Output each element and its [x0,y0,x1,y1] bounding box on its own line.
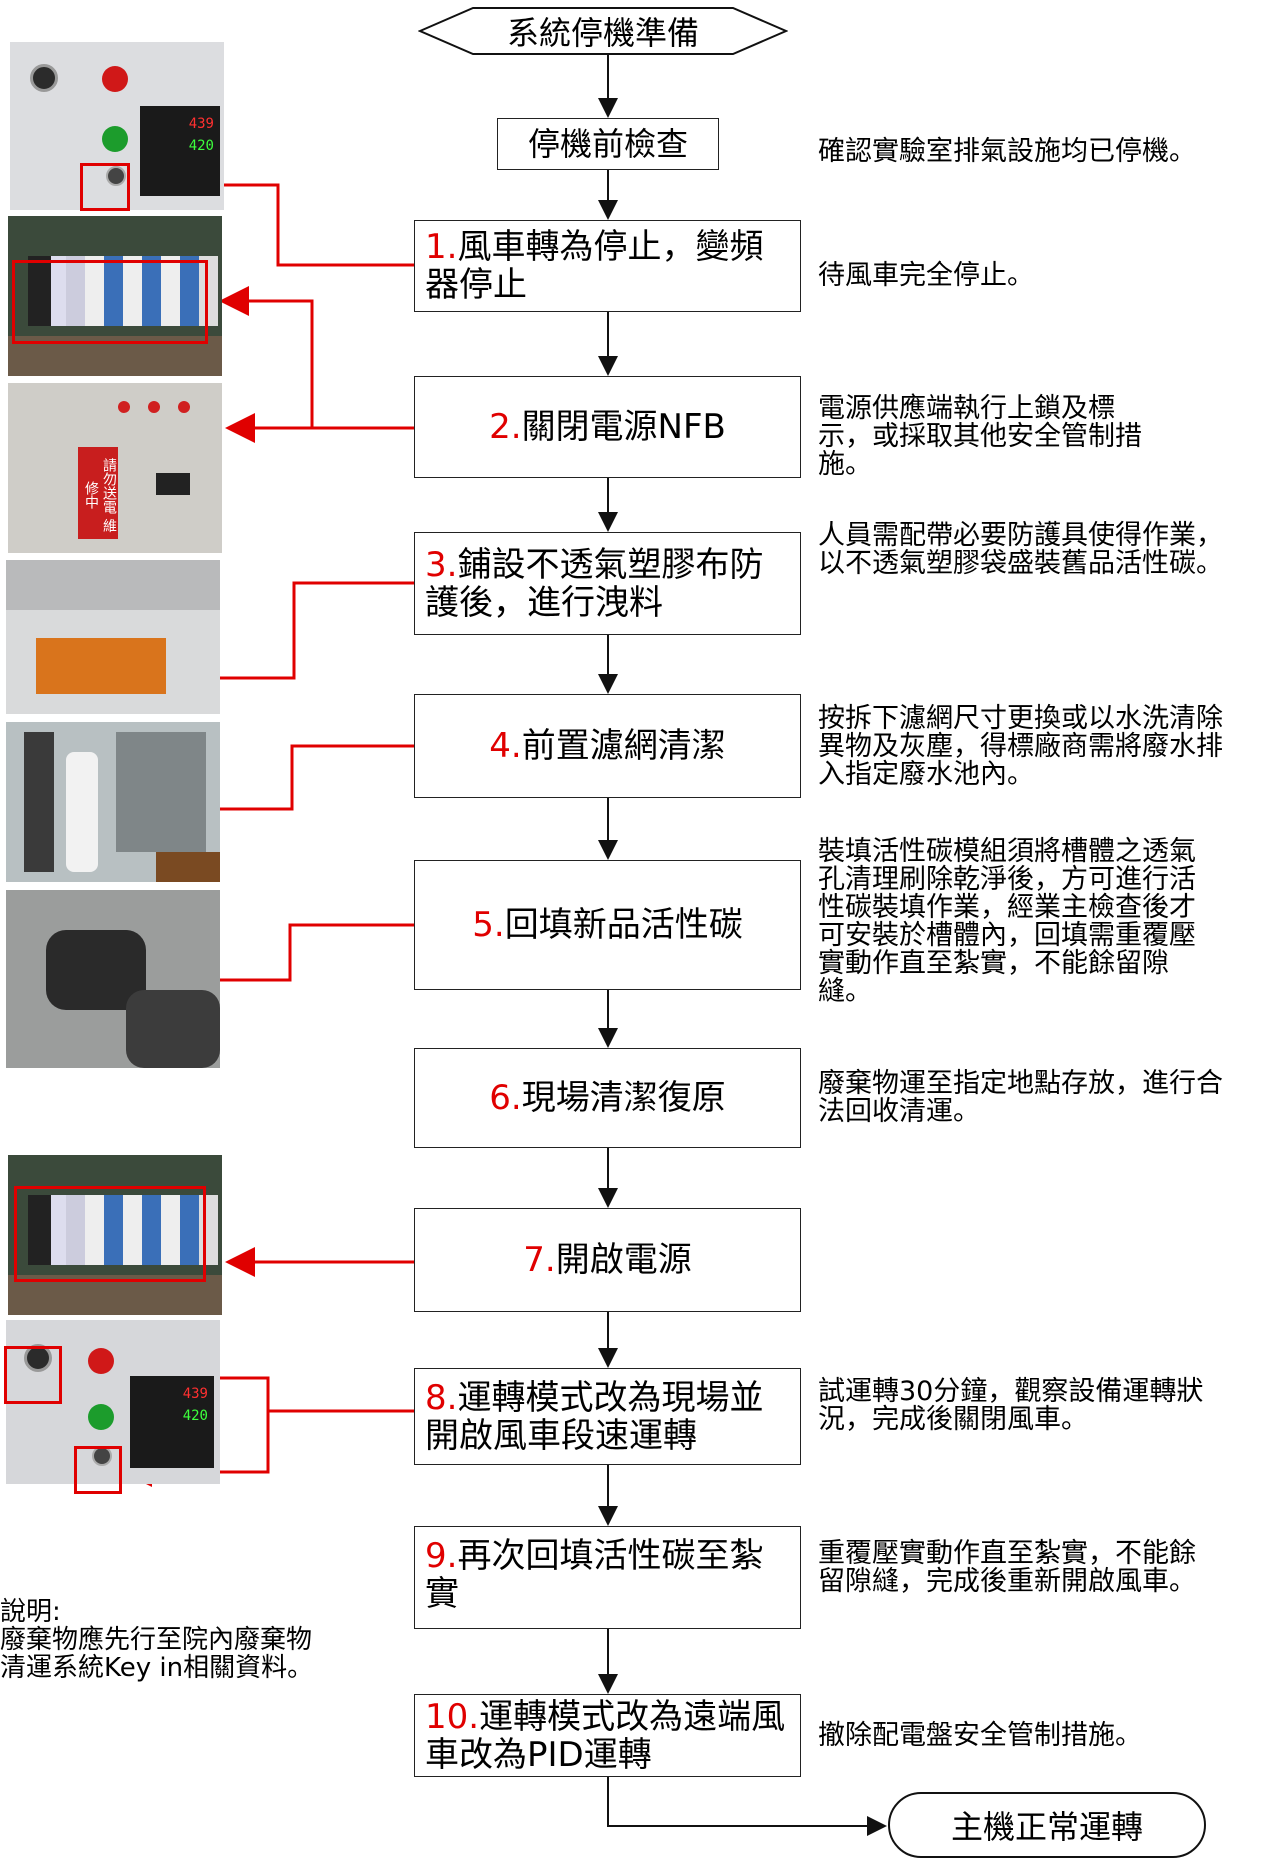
display-sv: 420 [188,138,214,154]
step-5-box: 5.回填新品活性碳 [414,860,801,990]
photo-filter-cleaning [6,722,220,882]
highlight-breakers [12,260,208,344]
display-pv: 439 [188,116,214,132]
warning-sign: 請勿送電 維修中 [78,447,118,539]
step-3-box: 3.鋪設不透氣塑膠布防護後，進行洩料 [414,532,801,635]
remark-line-2: 清運系統Key in相關資料。 [0,1653,314,1683]
step-8-number: 8. [425,1377,458,1418]
remark-line-1: 廢棄物應先行至院內廢棄物 [0,1625,313,1655]
step-6-text: 現場清潔復原 [521,1078,726,1118]
breaker-row [28,256,218,326]
step-1-number: 1. [425,227,458,267]
breaker-row [28,1195,218,1265]
display-pv: 439 [182,1386,208,1402]
indicator-lamp-icon [148,401,160,413]
note-step-9: 重覆壓實動作直至紮實，不能餘留隙縫，完成後重新開啟風車。 [818,1538,1196,1597]
start-terminator: 系統停機準備 [418,6,788,56]
note-step-3: 人員需配帶必要防護具使得作業，以不透氣塑膠袋盛裝舊品活性碳。 [818,520,1223,579]
step-4-number: 4. [489,726,522,766]
step-9-box: 9.再次回填活性碳至紮實 [414,1526,801,1629]
note-step-6: 廢棄物運至指定地點存放，進行合法回收清運。 [818,1068,1223,1127]
step-1-box: 1.風車轉為停止，變頻器停止 [414,220,801,312]
orange-tarp [36,638,166,694]
highlight-mode-switch [80,163,130,211]
step-5-number: 5. [472,905,505,945]
step-3-number: 3. [425,544,458,585]
mode-switch-icon [106,166,126,186]
step-6-box: 6.現場清潔復原 [414,1048,801,1148]
step-3-text: 鋪設不透氣塑膠布防護後，進行洩料 [425,544,764,623]
step-10-box: 10.運轉模式改為遠端風車改為PID運轉 [414,1694,801,1777]
step-8-text: 運轉模式改為現場並開啟風車段速運轉 [425,1377,764,1456]
note-step-4: 按拆下濾網尺寸更換或以水洗清除異物及灰塵，得標廠商需將廢水排入指定廢水池內。 [818,703,1223,790]
remark: 說明: 廢棄物應先行至院內廢棄物 清運系統Key in相關資料。 [0,1598,400,1682]
controller-display: 439 420 [130,1376,214,1468]
selector-switch-icon [30,64,58,92]
step-5-text: 回填新品活性碳 [504,905,743,945]
note-step-10: 撤除配電盤安全管制措施。 [818,1720,1142,1751]
highlight-mode-switch-2 [74,1446,122,1494]
note-step-5: 裝填活性碳模組須將槽體之透氣孔清理刷除乾淨後，方可進行活性碳裝填作業，經業主檢查… [818,836,1196,1007]
step-6-number: 6. [489,1078,522,1118]
photo-breaker-panel-2 [8,1155,222,1315]
indicator-lamp-icon [178,401,190,413]
end-label: 主機正常運轉 [950,1808,1143,1846]
step-9-text: 再次回填活性碳至紮實 [425,1536,764,1614]
indicator-lamp-icon [118,401,130,413]
duct-column [24,732,54,872]
note-step-2: 電源供應端執行上鎖及標示，或採取其他安全管制措施。 [818,393,1142,480]
step-4-box: 4.前置濾網清潔 [414,694,801,798]
photo-control-panel-2: 439 420 [6,1320,220,1484]
note-check: 確認實驗室排氣設施均已停機。 [818,136,1196,167]
photo-locked-cabinet: 請勿送電 維修中 [8,383,222,553]
pre-shutdown-check-label: 停機前檢查 [527,125,688,163]
step-7-number: 7. [523,1240,556,1280]
green-lamp-icon [88,1404,114,1430]
photo-refill-carbon [6,890,220,1068]
controller-display: 439 420 [140,106,220,196]
remark-title: 說明: [0,1597,61,1627]
red-lamp-icon [102,66,128,92]
step-9-number: 9. [425,1536,458,1576]
tank-body [6,560,220,610]
step-8-box: 8.運轉模式改為現場並開啟風車段速運轉 [414,1368,801,1465]
green-lamp-icon [102,126,128,152]
display-sv: 420 [182,1408,208,1424]
step-10-number: 10. [425,1696,480,1737]
note-step-1: 待風車完全停止。 [818,260,1034,291]
highlight-selector-switch [4,1346,62,1404]
step-10-text: 運轉模式改為遠端風車改為PID運轉 [425,1696,786,1775]
step-2-text: 關閉電源NFB [521,407,726,447]
step-7-box: 7.開啟電源 [414,1208,801,1312]
step-1-text: 風車轉為停止，變頻器停止 [425,227,764,305]
photo-breaker-panel [8,216,222,376]
step-2-box: 2.關閉電源NFB [414,376,801,478]
highlight-breakers-2 [14,1186,206,1282]
red-lamp-icon [88,1348,114,1374]
pre-shutdown-check-box: 停機前檢查 [497,118,719,170]
step-4-text: 前置濾網清潔 [521,726,726,766]
filter-door [116,732,206,852]
controller-display-small [156,473,190,495]
photo-unloading [6,560,220,714]
carbon-bag [126,990,220,1068]
start-label: 系統停機準備 [506,14,699,52]
worker-figure [66,752,98,872]
end-terminator: 主機正常運轉 [888,1792,1206,1858]
photo-control-panel-1: 439 420 [10,42,224,210]
floor-debris [156,852,220,882]
note-step-8: 試運轉30分鐘，觀察設備運轉狀況，完成後關閉風車。 [818,1376,1204,1435]
step-7-text: 開啟電源 [555,1240,692,1280]
step-2-number: 2. [489,407,522,447]
